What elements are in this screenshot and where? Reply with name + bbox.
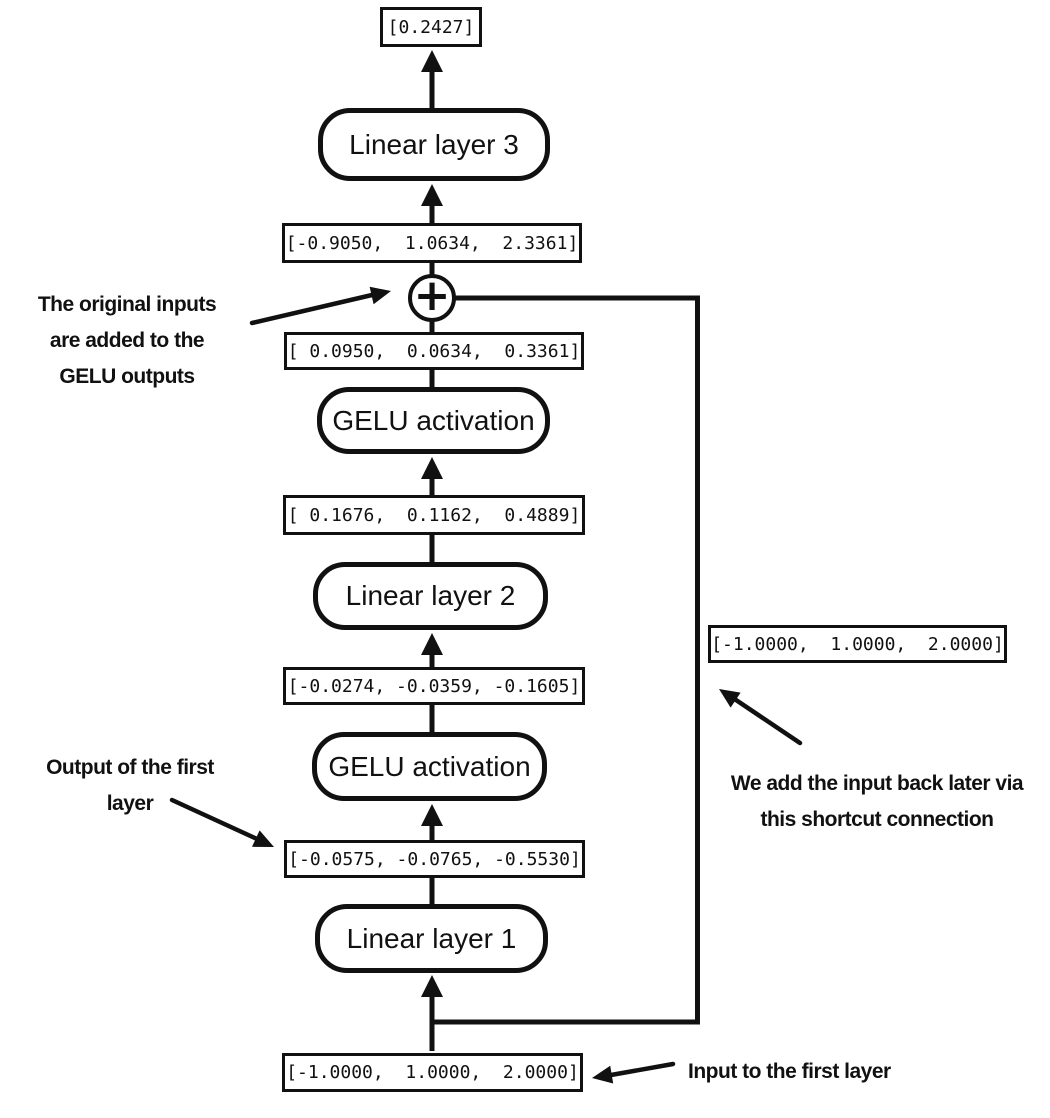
annotation-arrow-first-output [169,797,274,847]
sum-annotation-line2: are added to the [49,329,205,352]
plus-icon: + [413,270,451,321]
first-output-annotation-line1: Output of the first [46,756,214,779]
arrow-into-gelu2 [421,457,443,495]
shortcut-annotation-line1: We add the input back later via [730,772,1024,795]
input-annotation: Input to the first layer [688,1060,891,1083]
shortcut-value: [-1.0000, 1.0000, 2.0000] [708,625,1007,663]
arrow-into-layer2 [421,633,443,667]
arrow-into-final-output [421,50,443,108]
arrow-into-gelu1 [421,804,443,840]
annotation-arrow-sum [249,286,391,326]
gelu1-output-value: [-0.0274, -0.0359, -0.1605] [283,667,585,705]
sum-annotation: The original inputs are added to the GEL… [18,287,236,395]
shortcut-connection-line [433,295,700,1025]
gelu-activation-2-label: GELU activation [332,404,535,436]
final-output-value: [0.2427] [380,7,482,47]
input-value: [-1.0000, 1.0000, 2.0000] [282,1053,583,1092]
layer2-output-value: [ 0.1676, 0.1162, 0.4889] [283,495,585,535]
sum-output-value: [-0.9050, 1.0634, 2.3361] [282,223,582,263]
shortcut-annotation: We add the input back later via this sho… [712,766,1042,838]
layer1-output-value: [-0.0575, -0.0765, -0.5530] [284,840,585,878]
annotation-arrow-shortcut [719,689,803,746]
sum-node: + [408,274,456,322]
linear-layer-1-label: Linear layer 1 [346,922,517,954]
first-output-annotation-line2: layer [106,792,154,815]
sum-annotation-line1: The original inputs [37,293,217,316]
sum-annotation-line3: GELU outputs [59,365,195,388]
arrow-input-to-layer1 [421,975,443,1051]
gelu-activation-2-block: GELU activation [317,387,550,454]
arrow-into-layer3 [421,184,443,223]
first-output-annotation: Output of the first layer [25,750,235,822]
gelu2-output-value: [ 0.0950, 0.0634, 0.3361] [284,332,584,370]
gelu-activation-1-label: GELU activation [328,750,531,782]
linear-layer-3-label: Linear layer 3 [349,128,519,160]
shortcut-annotation-line2: this shortcut connection [760,808,994,831]
linear-layer-2-label: Linear layer 2 [345,580,516,611]
linear-layer-1-block: Linear layer 1 [315,904,548,973]
linear-layer-3-block: Linear layer 3 [318,108,550,181]
annotation-arrow-input [592,1061,676,1084]
linear-layer-2-block: Linear layer 2 [313,562,548,630]
gelu-activation-1-block: GELU activation [312,732,547,801]
